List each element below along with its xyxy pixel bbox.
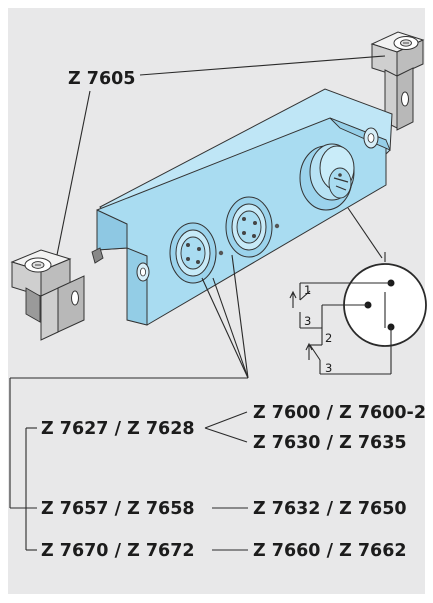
label-z7600-z7600-2: Z 7600 / Z 7600-2 bbox=[253, 403, 426, 423]
part-labels: Z 7605 Z 7627 / Z 7628 Z 7657 / Z 7658 Z… bbox=[41, 69, 426, 561]
pin-label-3b: 3 bbox=[325, 361, 332, 375]
label-z7632-z7650: Z 7632 / Z 7650 bbox=[253, 499, 407, 519]
label-z7670-z7672: Z 7670 / Z 7672 bbox=[41, 541, 195, 561]
pin-schematic: 1 3 2 3 bbox=[289, 252, 427, 375]
label-z7630-z7635: Z 7630 / Z 7635 bbox=[253, 433, 407, 453]
bracket-top-right bbox=[370, 31, 425, 131]
leader-lines bbox=[9, 55, 386, 551]
label-z7660-z7662: Z 7660 / Z 7662 bbox=[253, 541, 407, 561]
pin-label-1: 1 bbox=[304, 283, 311, 297]
label-z7605: Z 7605 bbox=[68, 69, 136, 89]
pin-label-2: 2 bbox=[325, 331, 332, 345]
connector-housing bbox=[91, 88, 393, 326]
label-z7627-z7628: Z 7627 / Z 7628 bbox=[41, 419, 195, 439]
pin-label-3a: 3 bbox=[304, 314, 311, 328]
label-z7657-z7658: Z 7657 / Z 7658 bbox=[41, 499, 195, 519]
bracket-left bbox=[10, 249, 85, 341]
